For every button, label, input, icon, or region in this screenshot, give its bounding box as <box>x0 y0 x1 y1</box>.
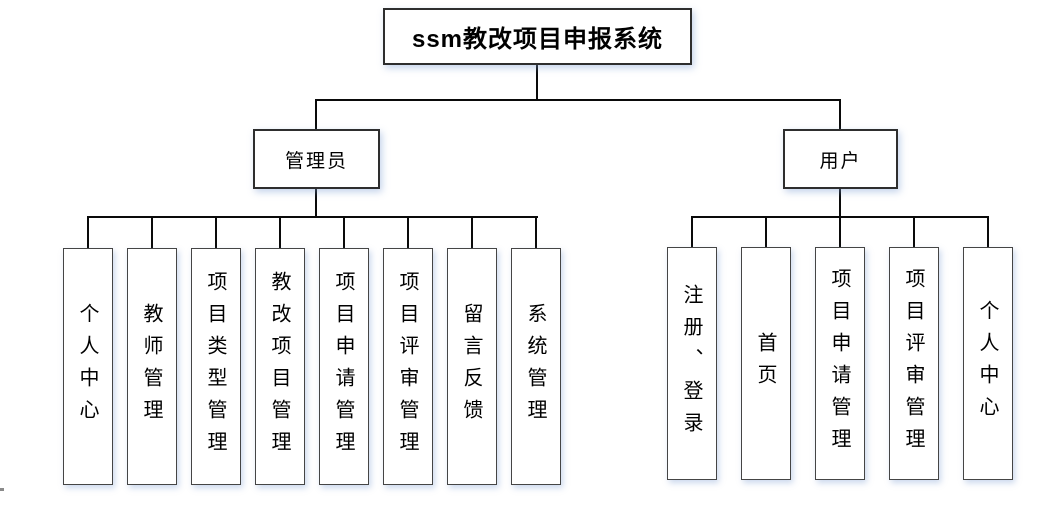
leaf-label: 项目评审管理 <box>396 270 420 463</box>
leaf-label: 留言反馈 <box>460 302 484 431</box>
leaf-node-user-project-apply-mgmt: 项目申请管理 <box>815 247 865 480</box>
leaf-node-user-project-review-mgmt: 项目评审管理 <box>889 247 939 480</box>
leaf-node-user-register-login: 注册、登录 <box>667 247 717 480</box>
leaf-label: 教改项目管理 <box>268 270 292 463</box>
root-node: ssm教改项目申报系统 <box>383 8 692 65</box>
connector-leaf-drop <box>407 216 409 249</box>
leaf-node-user-personal-center: 个人中心 <box>963 247 1013 480</box>
leaf-node-admin-reform-project-mgmt: 教改项目管理 <box>255 248 305 485</box>
connector-leaf-drop <box>691 216 693 248</box>
leaf-node-admin-personal-center: 个人中心 <box>63 248 113 485</box>
leaf-label: 项目类型管理 <box>204 270 228 463</box>
leaf-node-user-home: 首页 <box>741 247 791 480</box>
connector-admin-trunk <box>315 187 317 218</box>
connector-level1-bus <box>315 99 841 101</box>
edge-artifact <box>0 488 4 491</box>
leaf-node-admin-teacher-mgmt: 教师管理 <box>127 248 177 485</box>
connector-leaf-drop <box>765 216 767 248</box>
leaf-node-admin-project-type-mgmt: 项目类型管理 <box>191 248 241 485</box>
leaf-label: 个人中心 <box>976 299 1000 428</box>
leaf-node-admin-project-review-mgmt: 项目评审管理 <box>383 248 433 485</box>
leaf-node-admin-system-mgmt: 系统管理 <box>511 248 561 485</box>
leaf-label: 系统管理 <box>524 302 548 431</box>
leaf-label: 项目申请管理 <box>828 267 852 460</box>
leaf-label: 注册、登录 <box>680 283 704 444</box>
branch-node-user: 用户 <box>783 129 898 189</box>
leaf-label: 项目申请管理 <box>332 270 356 463</box>
connector-user-drop <box>839 99 841 131</box>
leaf-label: 个人中心 <box>76 302 100 431</box>
connector-leaf-drop <box>839 216 841 248</box>
leaf-node-admin-message-feedback: 留言反馈 <box>447 248 497 485</box>
leaf-node-admin-project-apply-mgmt: 项目申请管理 <box>319 248 369 485</box>
connector-user-trunk <box>839 187 841 218</box>
connector-leaf-drop <box>535 216 537 249</box>
leaf-label: 教师管理 <box>140 302 164 431</box>
branch-node-admin: 管理员 <box>253 129 380 189</box>
connector-leaf-drop <box>87 216 89 249</box>
connector-leaf-drop <box>987 216 989 248</box>
connector-leaf-drop <box>279 216 281 249</box>
connector-root-trunk <box>536 64 538 101</box>
connector-leaf-drop <box>151 216 153 249</box>
leaf-label: 首页 <box>754 331 778 396</box>
connector-admin-drop <box>315 99 317 131</box>
connector-leaf-drop <box>215 216 217 249</box>
connector-leaf-drop <box>343 216 345 249</box>
connector-leaf-drop <box>913 216 915 248</box>
connector-admin-bus <box>87 216 538 218</box>
leaf-label: 项目评审管理 <box>902 267 926 460</box>
connector-leaf-drop <box>471 216 473 249</box>
